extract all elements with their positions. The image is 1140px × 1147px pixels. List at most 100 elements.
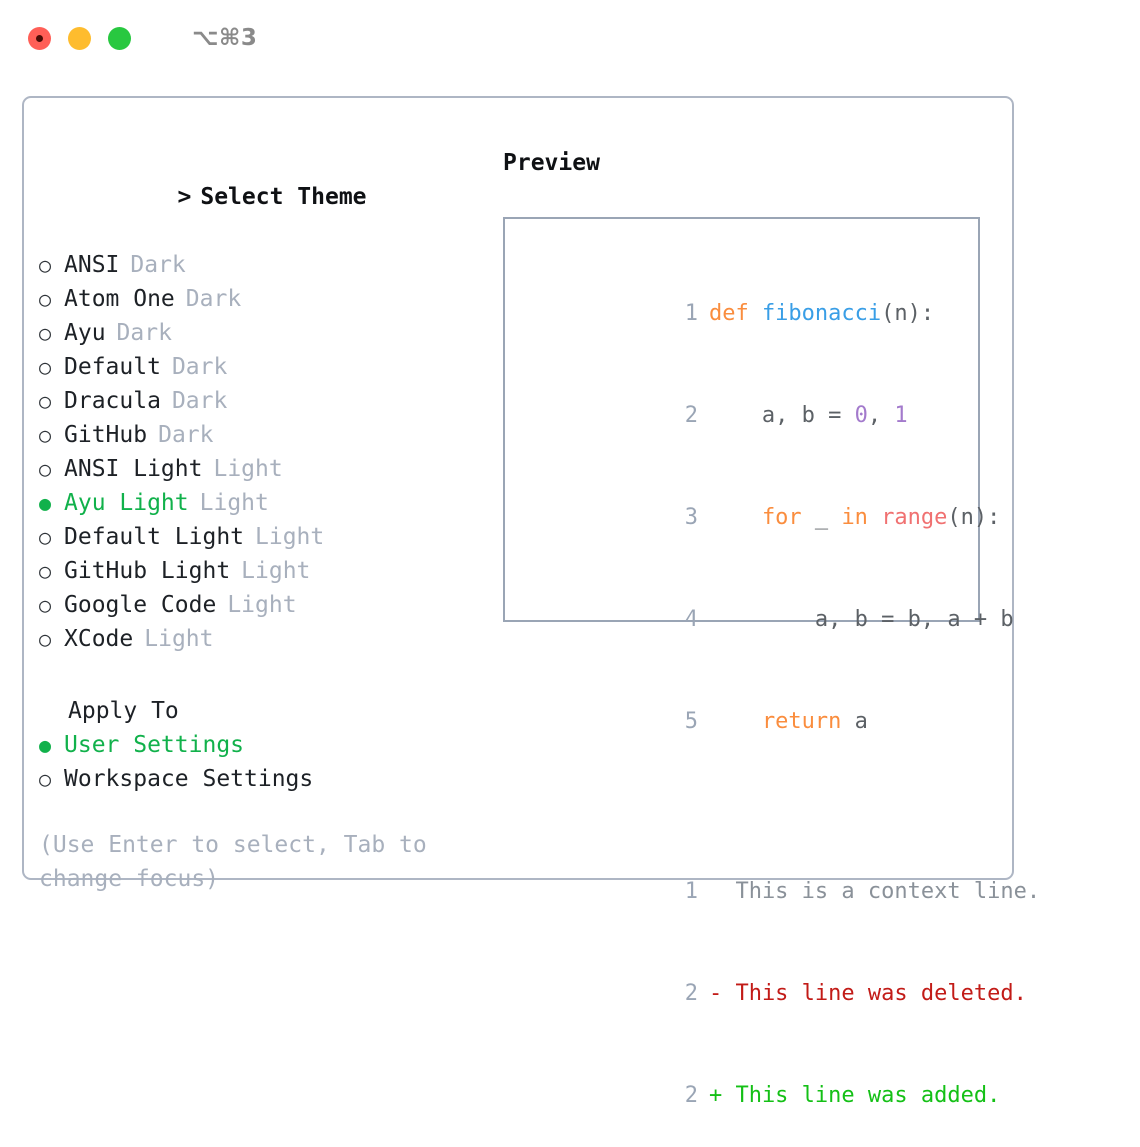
code-blank-line	[523, 773, 978, 807]
keyboard-hint: (Use Enter to select, Tab to change focu…	[39, 832, 427, 892]
radio-icon: ○	[39, 253, 52, 277]
theme-item-default-light[interactable]: ○ Default Light Light	[39, 520, 479, 554]
theme-item-ayu[interactable]: ○ Ayu Dark	[39, 316, 479, 350]
code-token: def	[708, 301, 762, 326]
code-token: return	[761, 709, 842, 734]
theme-item-ansi[interactable]: ○ ANSI Dark	[39, 248, 479, 282]
theme-variant: Dark	[130, 252, 186, 278]
preview-heading: Preview	[503, 150, 600, 176]
code-line: 1 def fibonacci(n):	[523, 263, 978, 365]
diff-text: This is a context line.	[722, 879, 1041, 904]
code-token	[709, 709, 762, 734]
diff-marker: -	[708, 981, 723, 1006]
theme-label: Default Light	[64, 524, 245, 550]
apply-to-label: Workspace Settings	[64, 766, 314, 792]
theme-variant: Dark	[171, 354, 228, 380]
theme-variant: Dark	[185, 286, 242, 312]
line-number: 1	[684, 879, 698, 904]
radio-selected-icon: ●	[39, 733, 52, 757]
theme-variant: Light	[144, 626, 214, 652]
window-title: ⌥⌘3	[192, 25, 258, 51]
radio-icon: ○	[39, 287, 52, 311]
radio-icon: ○	[39, 767, 52, 791]
theme-variant: Light	[227, 592, 297, 618]
radio-icon: ○	[39, 389, 52, 413]
line-number: 1	[684, 301, 698, 326]
diff-line-context: 1 This is a context line.	[523, 841, 1040, 943]
code-line: 4 a, b = b, a + b	[523, 569, 1014, 671]
theme-selector-column: >Select Theme ○ ANSI Dark ○ Atom One Dar…	[24, 146, 479, 896]
apply-to-item-workspace-settings[interactable]: ○ Workspace Settings	[39, 762, 479, 796]
radio-icon: ○	[39, 457, 52, 481]
code-token	[709, 505, 762, 530]
theme-variant: Light	[199, 490, 269, 516]
theme-label: Google Code	[64, 592, 217, 618]
line-number: 2	[684, 981, 698, 1006]
theme-label: Dracula	[64, 388, 161, 414]
theme-item-ansi-light[interactable]: ○ ANSI Light Light	[39, 452, 479, 486]
code-blank-line	[523, 807, 978, 841]
theme-item-ayu-light[interactable]: ● Ayu Light Light	[39, 486, 479, 520]
diff-marker	[709, 879, 722, 904]
line-number: 3	[684, 505, 698, 530]
radio-selected-icon: ●	[39, 491, 52, 515]
line-number: 2	[684, 1083, 698, 1108]
apply-to-heading: Apply To	[68, 698, 179, 724]
apply-to-item-user-settings[interactable]: ● User Settings	[39, 728, 479, 762]
traffic-light-group	[28, 26, 131, 50]
radio-icon: ○	[39, 355, 52, 379]
theme-list: ○ ANSI Dark ○ Atom One Dark ○ Ayu Dark	[39, 248, 479, 656]
code-token: (n):	[881, 301, 935, 326]
theme-item-xcode[interactable]: ○ XCode Light	[39, 622, 479, 656]
diff-line-added: 2+ This line was added.	[523, 1045, 1001, 1147]
theme-variant: Dark	[158, 422, 214, 448]
line-number: 2	[684, 403, 698, 428]
theme-item-atom-one[interactable]: ○ Atom One Dark	[39, 282, 479, 316]
title-bar: ⌥⌘3	[0, 0, 1140, 76]
radio-icon: ○	[39, 593, 52, 617]
caret-icon: >	[177, 184, 192, 210]
theme-label: Ayu	[64, 320, 106, 346]
radio-icon: ○	[39, 525, 52, 549]
code-token: a, b = b, a + b	[708, 607, 1014, 632]
maximize-button[interactable]	[108, 26, 131, 50]
close-button[interactable]	[28, 26, 51, 50]
minimize-button[interactable]	[68, 26, 91, 50]
code-token: fibonacci	[761, 301, 882, 326]
radio-icon: ○	[39, 423, 52, 447]
line-number: 4	[684, 607, 698, 632]
preview-column: Preview 1 def fibonacci(n): 2 a, b = 0, 1…	[479, 146, 1040, 1108]
theme-item-github-light[interactable]: ○ GitHub Light Light	[39, 554, 479, 588]
theme-item-dracula[interactable]: ○ Dracula Dark	[39, 384, 479, 418]
diff-text: This line was deleted.	[722, 981, 1027, 1006]
code-token: _	[801, 505, 842, 530]
code-token: 0	[854, 403, 868, 428]
theme-label: ANSI	[64, 252, 120, 278]
line-number: 5	[684, 709, 698, 734]
apply-to-label: User Settings	[64, 732, 245, 758]
apply-to-list: ● User Settings ○ Workspace Settings	[39, 728, 479, 796]
select-theme-heading: >Select Theme	[39, 146, 479, 248]
diff-text: This line was added.	[722, 1083, 1001, 1108]
code-token: in	[841, 505, 868, 530]
code-token: 1	[894, 403, 908, 428]
theme-label: GitHub	[64, 422, 148, 448]
theme-label: Atom One	[64, 286, 175, 312]
theme-variant: Dark	[171, 388, 228, 414]
theme-item-default[interactable]: ○ Default Dark	[39, 350, 479, 384]
code-line: 3 for _ in range(n):	[523, 467, 1001, 569]
theme-variant: Light	[255, 524, 325, 550]
theme-label: XCode	[64, 626, 134, 652]
radio-icon: ○	[39, 627, 52, 651]
theme-item-github[interactable]: ○ GitHub Dark	[39, 418, 479, 452]
theme-item-google-code[interactable]: ○ Google Code Light	[39, 588, 479, 622]
main-panel: >Select Theme ○ ANSI Dark ○ Atom One Dar…	[22, 96, 1040, 1108]
code-token	[868, 505, 881, 530]
theme-label: ANSI Light	[64, 456, 203, 482]
theme-label: Ayu Light	[64, 490, 189, 516]
theme-variant: Light	[213, 456, 283, 482]
code-token: a, b =	[708, 403, 855, 428]
app-window: ⌥⌘3 >Select Theme ○ ANSI Dark ○ Atom O	[0, 0, 1140, 1108]
code-token: range	[881, 505, 948, 530]
code-token: ,	[867, 403, 895, 428]
